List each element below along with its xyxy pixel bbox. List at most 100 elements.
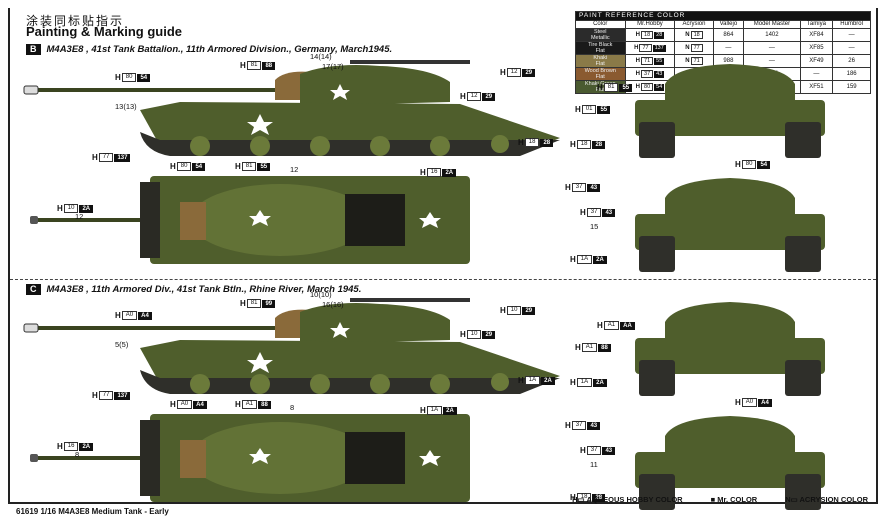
- humbrol-code: —: [832, 28, 871, 42]
- marking-number-6: 11: [590, 460, 598, 469]
- guide-frame: [8, 8, 878, 504]
- section-c-header: C M4A3E8 , 11th Armored Div., 41st Tank …: [26, 284, 361, 295]
- marking-number-4: 12: [290, 165, 299, 174]
- tamiya-code: XF51: [799, 80, 834, 94]
- legend-acrysion: N▭ ACRYSION COLOR: [785, 495, 868, 504]
- section-c-badge: C: [26, 284, 41, 295]
- section-b-title: M4A3E8 , 41st Tank Battalion., 11th Armo…: [46, 44, 393, 55]
- col-vallejo: Vallejo: [712, 19, 745, 29]
- tank-side-view: [23, 298, 560, 394]
- section-c-title: M4A3E8 , 11th Armored Div., 41st Tank Bt…: [46, 284, 362, 295]
- tank-top-view: [30, 414, 470, 502]
- modelmaster-code: 1402: [743, 28, 801, 42]
- marking-number-1: 14(14): [310, 52, 332, 61]
- section-b-header: B M4A3E8 , 41st Tank Battalion., 11th Ar…: [26, 44, 392, 55]
- paint-table-caption: PAINT REFERENCE COLOR: [575, 11, 871, 21]
- footer-product-name: 61619 1/16 M4A3E8 Medium Tank - Early: [16, 507, 169, 516]
- legend-mr-color: ■ Mr. COLOR: [710, 495, 758, 504]
- marking-number-1: 10(10): [310, 290, 332, 299]
- section-b-badge: B: [26, 44, 41, 55]
- tank-top-view: [30, 176, 470, 264]
- col-mrhobby: Mr.Hobby: [624, 19, 676, 29]
- humbrol-code: 159: [832, 80, 871, 94]
- marking-number-6: 15: [590, 222, 599, 231]
- col-tamiya: Tamiya: [799, 19, 834, 29]
- marking-number-5: 8: [75, 450, 80, 459]
- tank-front-view: [635, 302, 825, 396]
- section-divider: [10, 279, 876, 280]
- tank-rear-view: [635, 178, 825, 272]
- vallejo-code: —: [712, 41, 745, 55]
- marking-number-2: 16(16): [322, 300, 344, 309]
- marking-number-2: 17(17): [322, 62, 344, 71]
- title-chinese: 涂装同标贴指示: [26, 14, 125, 28]
- modelmaster-code: —: [743, 41, 801, 55]
- tamiya-code: XF85: [799, 41, 834, 55]
- humbrol-code: 186: [832, 67, 871, 81]
- col-humbrol: Humbrol: [832, 19, 871, 29]
- col-modelmaster: Model Master: [743, 19, 801, 29]
- col-acrysion: Acrysion: [674, 19, 714, 29]
- tank-side-view: [23, 60, 560, 156]
- legend-aqueous: H▭ AQUEOUS HOBBY COLOR: [572, 495, 683, 504]
- humbrol-code: 26: [832, 54, 871, 68]
- marking-number-5: 12: [75, 212, 84, 221]
- marking-number-3: 13(13): [115, 102, 137, 111]
- humbrol-code: —: [832, 41, 871, 55]
- marking-number-3: 5(5): [115, 340, 129, 349]
- title-english: Painting & Marking guide: [26, 24, 183, 39]
- tank-rear-view: [635, 416, 825, 510]
- tank-front-view: [635, 64, 825, 158]
- vallejo-code: 864: [712, 28, 745, 42]
- color-legend: H▭ AQUEOUS HOBBY COLOR ■ Mr. COLOR N▭ AC…: [572, 495, 868, 504]
- col-color: Color: [575, 19, 626, 29]
- marking-number-4: 8: [290, 403, 295, 412]
- tamiya-code: XF84: [799, 28, 834, 42]
